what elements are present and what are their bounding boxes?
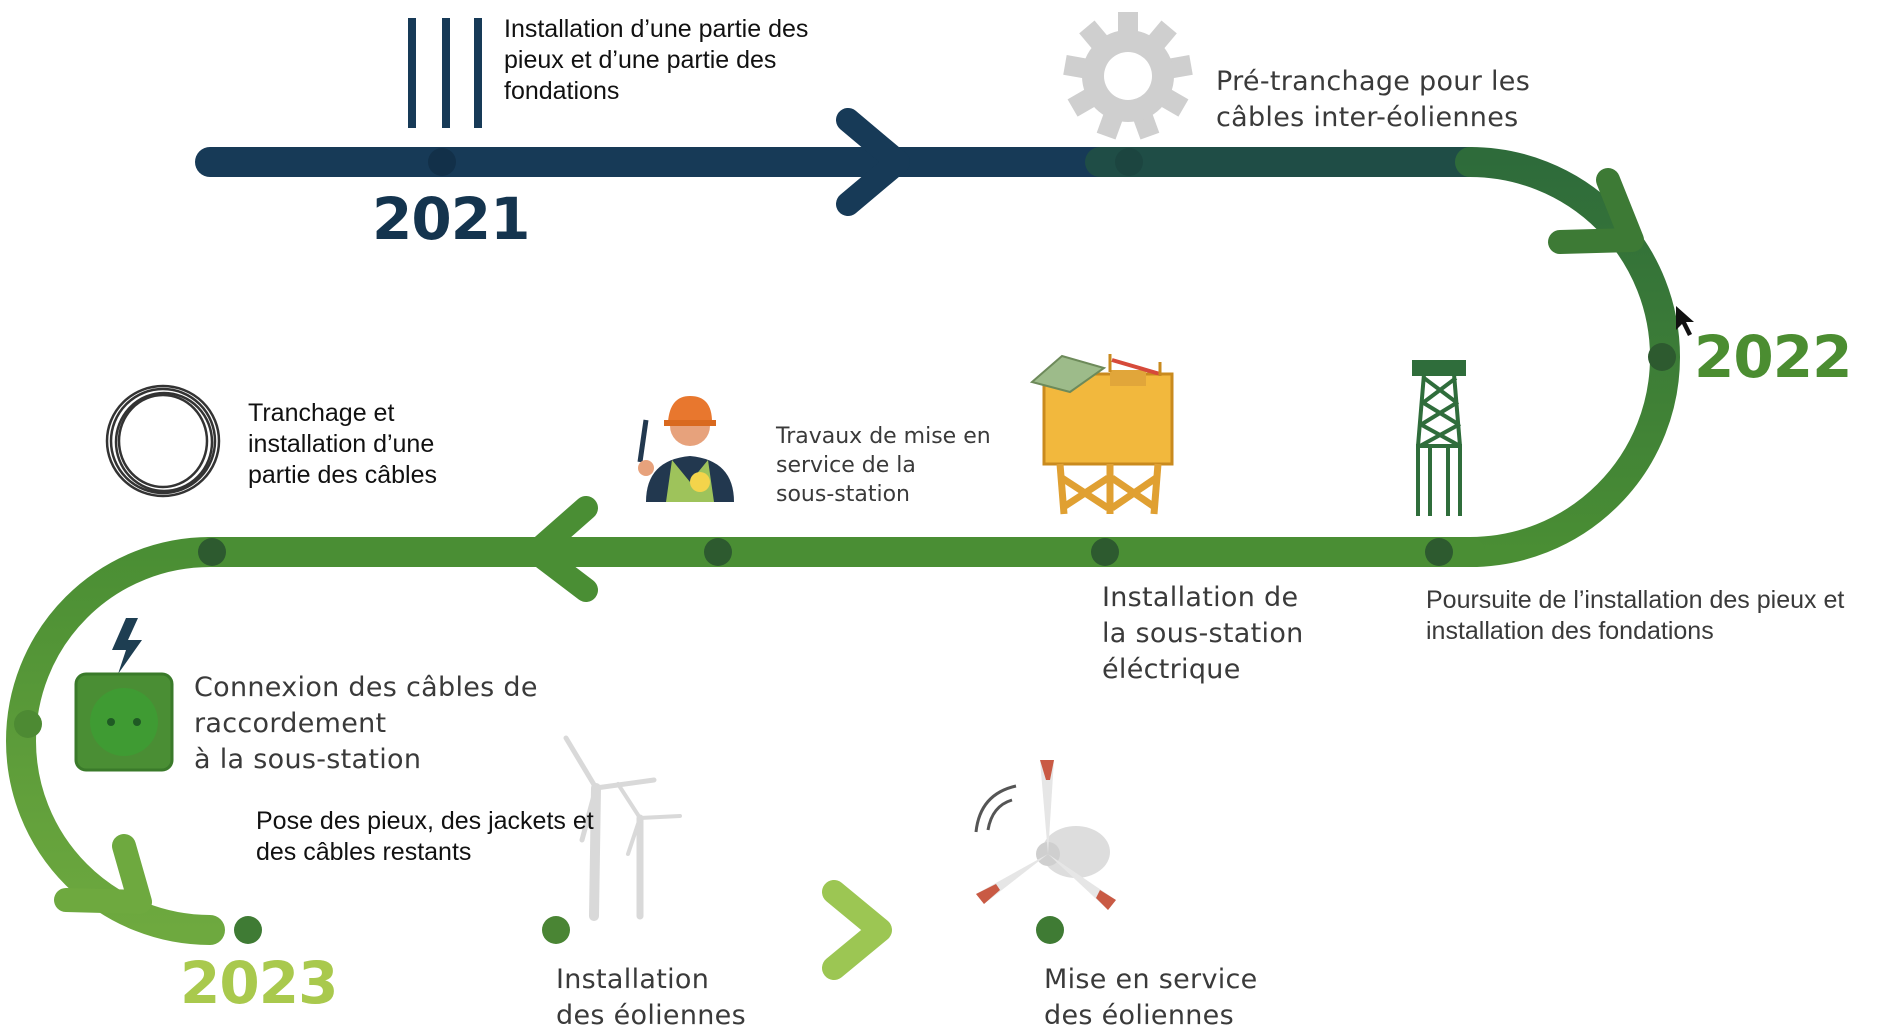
cable-coil-icon — [105, 384, 221, 498]
year-2022: 2022 — [1694, 323, 1852, 391]
node-2022 — [1648, 343, 1676, 371]
year-2021: 2021 — [372, 185, 530, 253]
direction-arrows — [54, 108, 1644, 980]
node-turbines-commissioning — [1036, 916, 1064, 944]
arrow-turn-right — [54, 834, 152, 914]
node-cable-connection — [14, 710, 42, 738]
label-remaining-piles: Pose des pieux, des jackets et des câble… — [256, 807, 594, 866]
cursor-icon — [1676, 306, 1694, 336]
label-piles-continued: Poursuite de l’installation des pieux et… — [1426, 586, 1845, 645]
substation-platform-icon — [1029, 354, 1174, 515]
label-pre-trenching: Pré-tranchage pour les câbles inter-éoli… — [1216, 66, 1531, 133]
node-substation-commissioning — [704, 538, 732, 566]
label-cable-connection: Connexion des câbles de raccordement à l… — [194, 672, 538, 775]
lattice-tower-icon — [1412, 360, 1466, 516]
arrow-turn-down — [1548, 168, 1644, 254]
milestone-nodes — [14, 148, 1676, 944]
node-substation-install — [1091, 538, 1119, 566]
arrow-right-bottom — [822, 880, 892, 980]
label-substation-commissioning: Travaux de mise en service de la sous-st… — [776, 424, 991, 507]
label-turbines-commissioning: Mise en service des éoliennes — [1044, 964, 1258, 1031]
year-2023: 2023 — [180, 949, 338, 1017]
node-turbines-install — [542, 916, 570, 944]
label-substation-install: Installation de la sous-station éléctriq… — [1102, 582, 1304, 685]
label-piles-partial: Installation d’une partie des pieux et d… — [504, 15, 809, 105]
node-2023 — [234, 916, 262, 944]
socket-icon — [74, 672, 174, 772]
node-trenching-cables — [198, 538, 226, 566]
node-pre-trenching — [1115, 148, 1143, 176]
arrow-right-top — [836, 108, 910, 216]
turbine-rotor-icon — [974, 760, 1116, 910]
node-piles-partial — [428, 148, 456, 176]
node-piles-continued — [1425, 538, 1453, 566]
label-trenching-cables: Tranchage et installation d’une partie d… — [248, 399, 438, 489]
gear-icon — [1063, 12, 1193, 140]
label-turbines-install: Installation des éoliennes — [556, 964, 746, 1031]
lightning-icon — [112, 618, 142, 674]
pile-bars-icon — [408, 18, 482, 128]
technician-icon — [637, 396, 734, 502]
timeline-track — [6, 147, 1680, 945]
arrow-left-middle — [524, 496, 598, 602]
wind-turbines-icon — [563, 735, 682, 921]
